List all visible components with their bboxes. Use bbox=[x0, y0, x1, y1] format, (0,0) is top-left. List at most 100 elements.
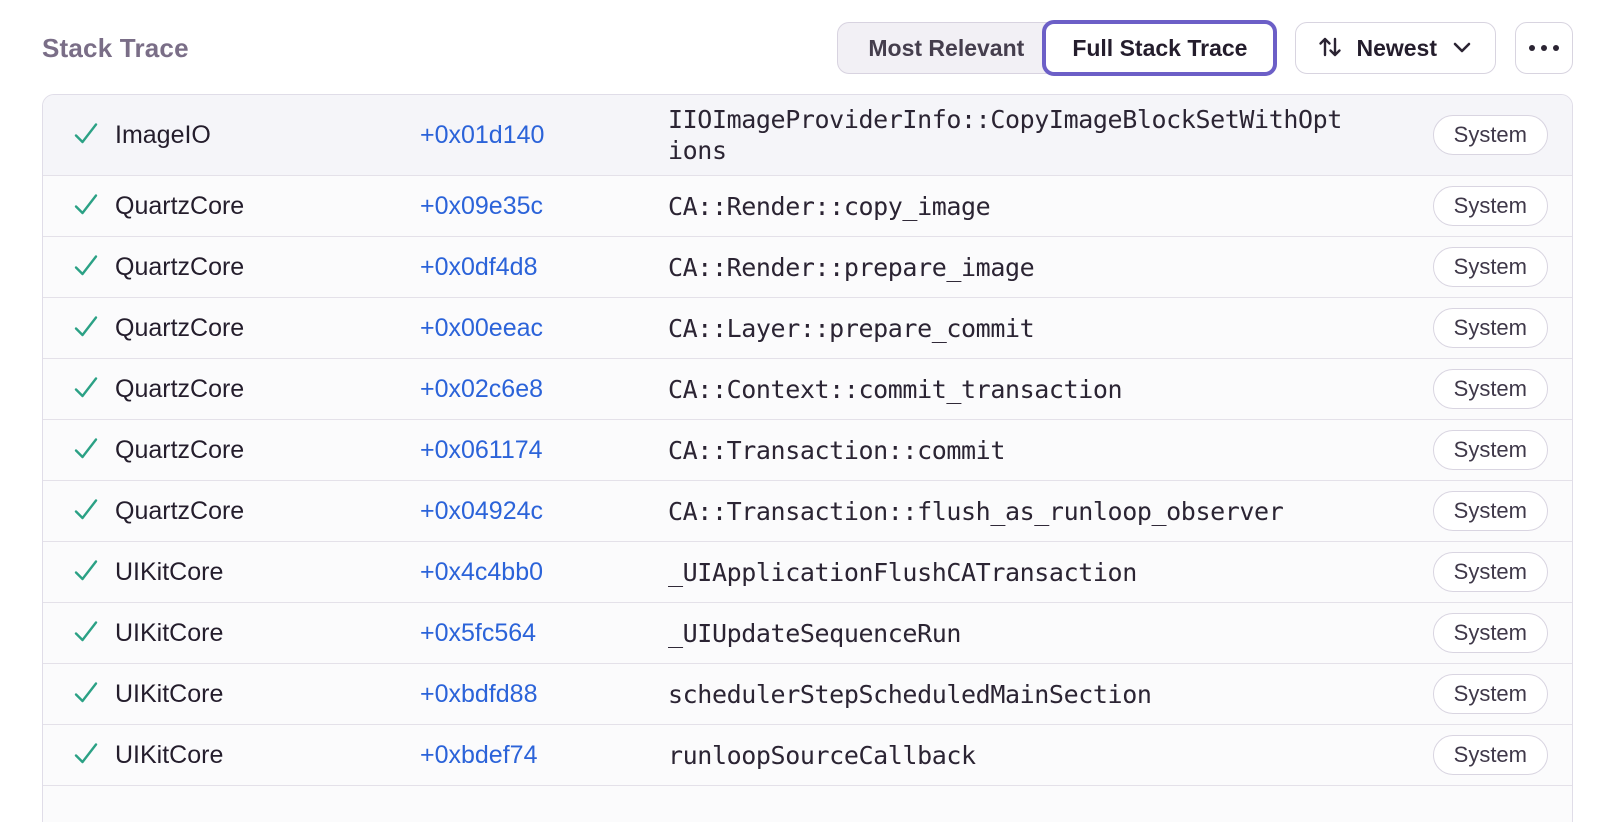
stack-trace-header: Stack Trace Most Relevant Full Stack Tra… bbox=[0, 0, 1614, 76]
most-relevant-button[interactable]: Most Relevant bbox=[837, 22, 1051, 74]
frame-tag-cell: System bbox=[1432, 115, 1548, 155]
checkmark-icon bbox=[71, 311, 101, 346]
stack-frame-row[interactable]: UIKitCore +0x5fc564 _UIUpdateSequenceRun… bbox=[43, 602, 1572, 663]
frame-function: runloopSourceCallback bbox=[668, 740, 976, 770]
stack-frame-row[interactable]: QuartzCore +0x0df4d8 CA::Render::prepare… bbox=[43, 236, 1572, 297]
frame-module: ImageIO bbox=[115, 120, 211, 149]
checkmark-icon bbox=[71, 372, 101, 407]
frame-status-cell bbox=[71, 189, 115, 224]
frame-status-cell bbox=[71, 433, 115, 468]
system-badge: System bbox=[1432, 735, 1548, 775]
frame-tag-cell: System bbox=[1432, 369, 1548, 409]
frame-module: QuartzCore bbox=[115, 191, 245, 220]
frame-address-link[interactable]: +0x00eeac bbox=[420, 313, 544, 342]
frame-tag-cell: System bbox=[1432, 735, 1548, 775]
checkmark-icon bbox=[71, 494, 101, 529]
frame-function: CA::Render::copy_image bbox=[668, 191, 991, 221]
sort-dropdown-button[interactable]: Newest bbox=[1295, 22, 1496, 74]
frame-address-link[interactable]: +0xbdfd88 bbox=[420, 679, 538, 708]
frame-module: QuartzCore bbox=[115, 496, 245, 525]
frame-module: QuartzCore bbox=[115, 374, 245, 403]
frame-function: schedulerStepScheduledMainSection bbox=[668, 679, 1152, 709]
frame-tag-cell: System bbox=[1432, 308, 1548, 348]
frame-address-link[interactable]: +0xbdef74 bbox=[420, 740, 538, 769]
checkmark-icon bbox=[71, 616, 101, 651]
view-toggle: Most Relevant Full Stack Trace bbox=[837, 20, 1278, 76]
frame-address-link[interactable]: +0x04924c bbox=[420, 496, 544, 525]
stack-frame-row[interactable]: UIKitCore +0x4c4bb0 _UIApplicationFlushC… bbox=[43, 541, 1572, 602]
frame-function: CA::Transaction::commit bbox=[668, 435, 1005, 465]
frame-status-cell bbox=[71, 372, 115, 407]
frame-function: CA::Layer::prepare_commit bbox=[668, 313, 1035, 343]
frame-module: UIKitCore bbox=[115, 740, 224, 769]
frame-tag-cell: System bbox=[1432, 247, 1548, 287]
frame-function: IIOImageProviderInfo::CopyImageBlockSetW… bbox=[668, 105, 1342, 165]
more-options-button[interactable] bbox=[1515, 22, 1573, 74]
frame-status-cell bbox=[71, 738, 115, 773]
frame-status-cell bbox=[71, 555, 115, 590]
frame-function: _UIApplicationFlushCATransaction bbox=[668, 557, 1137, 587]
frame-function: CA::Render::prepare_image bbox=[668, 252, 1035, 282]
checkmark-icon bbox=[71, 677, 101, 712]
frame-status-cell bbox=[71, 494, 115, 529]
system-badge: System bbox=[1432, 552, 1548, 592]
partial-next-row bbox=[43, 785, 1572, 822]
stack-trace-table: ImageIO +0x01d140 IIOImageProviderInfo::… bbox=[42, 94, 1573, 822]
system-badge: System bbox=[1432, 186, 1548, 226]
frame-address-link[interactable]: +0x5fc564 bbox=[420, 618, 537, 647]
frame-status-cell bbox=[71, 677, 115, 712]
stack-frame-row[interactable]: QuartzCore +0x02c6e8 CA::Context::commit… bbox=[43, 358, 1572, 419]
checkmark-icon bbox=[71, 118, 101, 153]
frame-address-link[interactable]: +0x0df4d8 bbox=[420, 252, 538, 281]
frame-function: CA::Context::commit_transaction bbox=[668, 374, 1123, 404]
frame-address-link[interactable]: +0x01d140 bbox=[420, 120, 545, 149]
stack-frame-row[interactable]: QuartzCore +0x00eeac CA::Layer::prepare_… bbox=[43, 297, 1572, 358]
frame-address-link[interactable]: +0x061174 bbox=[420, 435, 543, 464]
frame-address-link[interactable]: +0x02c6e8 bbox=[420, 374, 544, 403]
frame-status-cell bbox=[71, 118, 115, 153]
stack-frame-row[interactable]: UIKitCore +0xbdfd88 schedulerStepSchedul… bbox=[43, 663, 1572, 724]
frame-module: UIKitCore bbox=[115, 618, 224, 647]
stack-frame-row[interactable]: QuartzCore +0x061174 CA::Transaction::co… bbox=[43, 419, 1572, 480]
frame-module: UIKitCore bbox=[115, 557, 224, 586]
system-badge: System bbox=[1432, 491, 1548, 531]
frame-status-cell bbox=[71, 311, 115, 346]
stack-frame-row[interactable]: UIKitCore +0xbdef74 runloopSourceCallbac… bbox=[43, 724, 1572, 785]
frame-tag-cell: System bbox=[1432, 186, 1548, 226]
sort-label: Newest bbox=[1356, 34, 1437, 61]
frame-tag-cell: System bbox=[1432, 613, 1548, 653]
frame-module: QuartzCore bbox=[115, 252, 245, 281]
stack-frame-row[interactable]: ImageIO +0x01d140 IIOImageProviderInfo::… bbox=[43, 95, 1572, 175]
checkmark-icon bbox=[71, 433, 101, 468]
system-badge: System bbox=[1432, 369, 1548, 409]
frame-status-cell bbox=[71, 250, 115, 285]
stack-frame-row[interactable]: QuartzCore +0x04924c CA::Transaction::fl… bbox=[43, 480, 1572, 541]
system-badge: System bbox=[1432, 308, 1548, 348]
frame-tag-cell: System bbox=[1432, 674, 1548, 714]
page-title: Stack Trace bbox=[42, 32, 189, 63]
frame-module: QuartzCore bbox=[115, 313, 245, 342]
stack-frame-row[interactable]: QuartzCore +0x09e35c CA::Render::copy_im… bbox=[43, 175, 1572, 236]
full-stack-trace-button[interactable]: Full Stack Trace bbox=[1042, 20, 1278, 76]
checkmark-icon bbox=[71, 738, 101, 773]
frame-status-cell bbox=[71, 616, 115, 651]
sort-arrows-icon bbox=[1316, 33, 1344, 64]
header-controls: Most Relevant Full Stack Trace Newest bbox=[837, 20, 1573, 76]
system-badge: System bbox=[1432, 430, 1548, 470]
frame-address-link[interactable]: +0x09e35c bbox=[420, 191, 544, 220]
frame-tag-cell: System bbox=[1432, 552, 1548, 592]
frame-address-link[interactable]: +0x4c4bb0 bbox=[420, 557, 544, 586]
frame-module: QuartzCore bbox=[115, 435, 245, 464]
system-badge: System bbox=[1432, 613, 1548, 653]
frame-tag-cell: System bbox=[1432, 491, 1548, 531]
frame-module: UIKitCore bbox=[115, 679, 224, 708]
system-badge: System bbox=[1432, 674, 1548, 714]
checkmark-icon bbox=[71, 250, 101, 285]
frame-function: _UIUpdateSequenceRun bbox=[668, 618, 962, 648]
system-badge: System bbox=[1432, 247, 1548, 287]
checkmark-icon bbox=[71, 555, 101, 590]
checkmark-icon bbox=[71, 189, 101, 224]
frame-tag-cell: System bbox=[1432, 430, 1548, 470]
frame-function: CA::Transaction::flush_as_runloop_observ… bbox=[668, 496, 1284, 526]
